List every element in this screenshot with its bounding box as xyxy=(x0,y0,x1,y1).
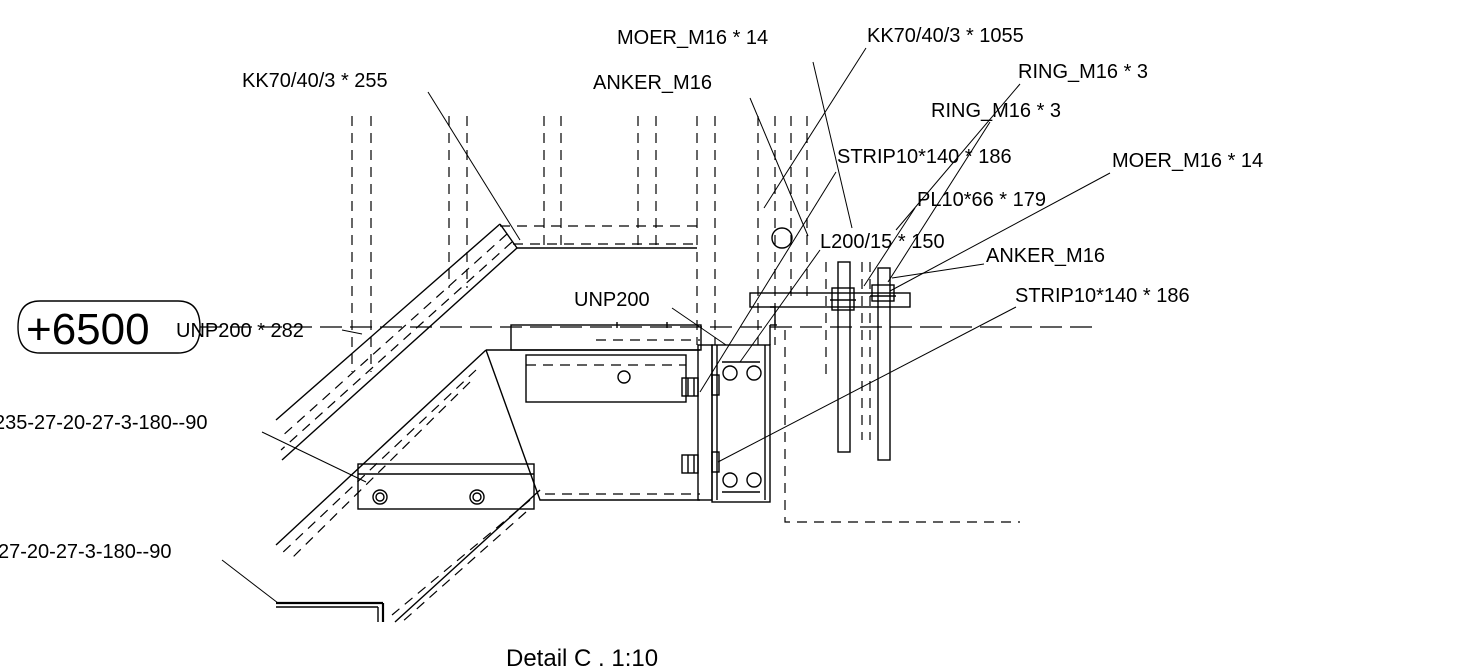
level-text: +6500 xyxy=(26,305,150,354)
anchor-bracket xyxy=(749,261,911,461)
label-moer-right: MOER_M16 * 14 xyxy=(1112,150,1263,172)
label-l200: L200/15 * 150 xyxy=(820,231,945,253)
end-plate-assembly xyxy=(681,324,777,503)
label-anker-right: ANKER_M16 xyxy=(986,245,1105,267)
label-strip-right: STRIP10*140 * 186 xyxy=(1015,285,1190,307)
base-angle xyxy=(276,601,385,622)
label-unp-282: UNP200 * 282 xyxy=(176,320,304,342)
label-kk-255: KK70/40/3 * 255 xyxy=(242,70,388,92)
label-unp200: UNP200 xyxy=(574,289,650,311)
label-pl: PL10*66 * 179 xyxy=(917,189,1046,211)
clip-plate xyxy=(357,463,535,510)
level-marker: +6500 xyxy=(17,300,201,354)
label-ring-1: RING_M16 * 3 xyxy=(1018,61,1148,83)
concrete-outline xyxy=(784,330,1020,523)
label-ring-2: RING_M16 * 3 xyxy=(931,100,1061,122)
label-moer-top: MOER_M16 * 14 xyxy=(617,27,768,49)
diagonal-member-lower xyxy=(275,349,541,623)
horizontal-strut xyxy=(500,225,793,249)
label-anker-top: ANKER_M16 xyxy=(593,72,712,94)
drawing-title: Detail C . 1:10 xyxy=(506,645,658,669)
label-strip-top: STRIP10*140 * 186 xyxy=(837,146,1012,168)
diagonal-member-upper xyxy=(275,223,697,461)
label-clip-1: 235-27-20-27-3-180--90 xyxy=(0,412,207,434)
leader-lines xyxy=(221,47,1111,604)
vertical-members xyxy=(351,116,808,372)
gusset-plate xyxy=(485,322,702,501)
label-clip-2: 27-20-27-3-180--90 xyxy=(0,541,171,563)
label-kk-1055: KK70/40/3 * 1055 xyxy=(867,25,1024,47)
part-labels: MOER_M16 * 14 KK70/40/3 * 1055 RING_M16 … xyxy=(0,25,1263,563)
